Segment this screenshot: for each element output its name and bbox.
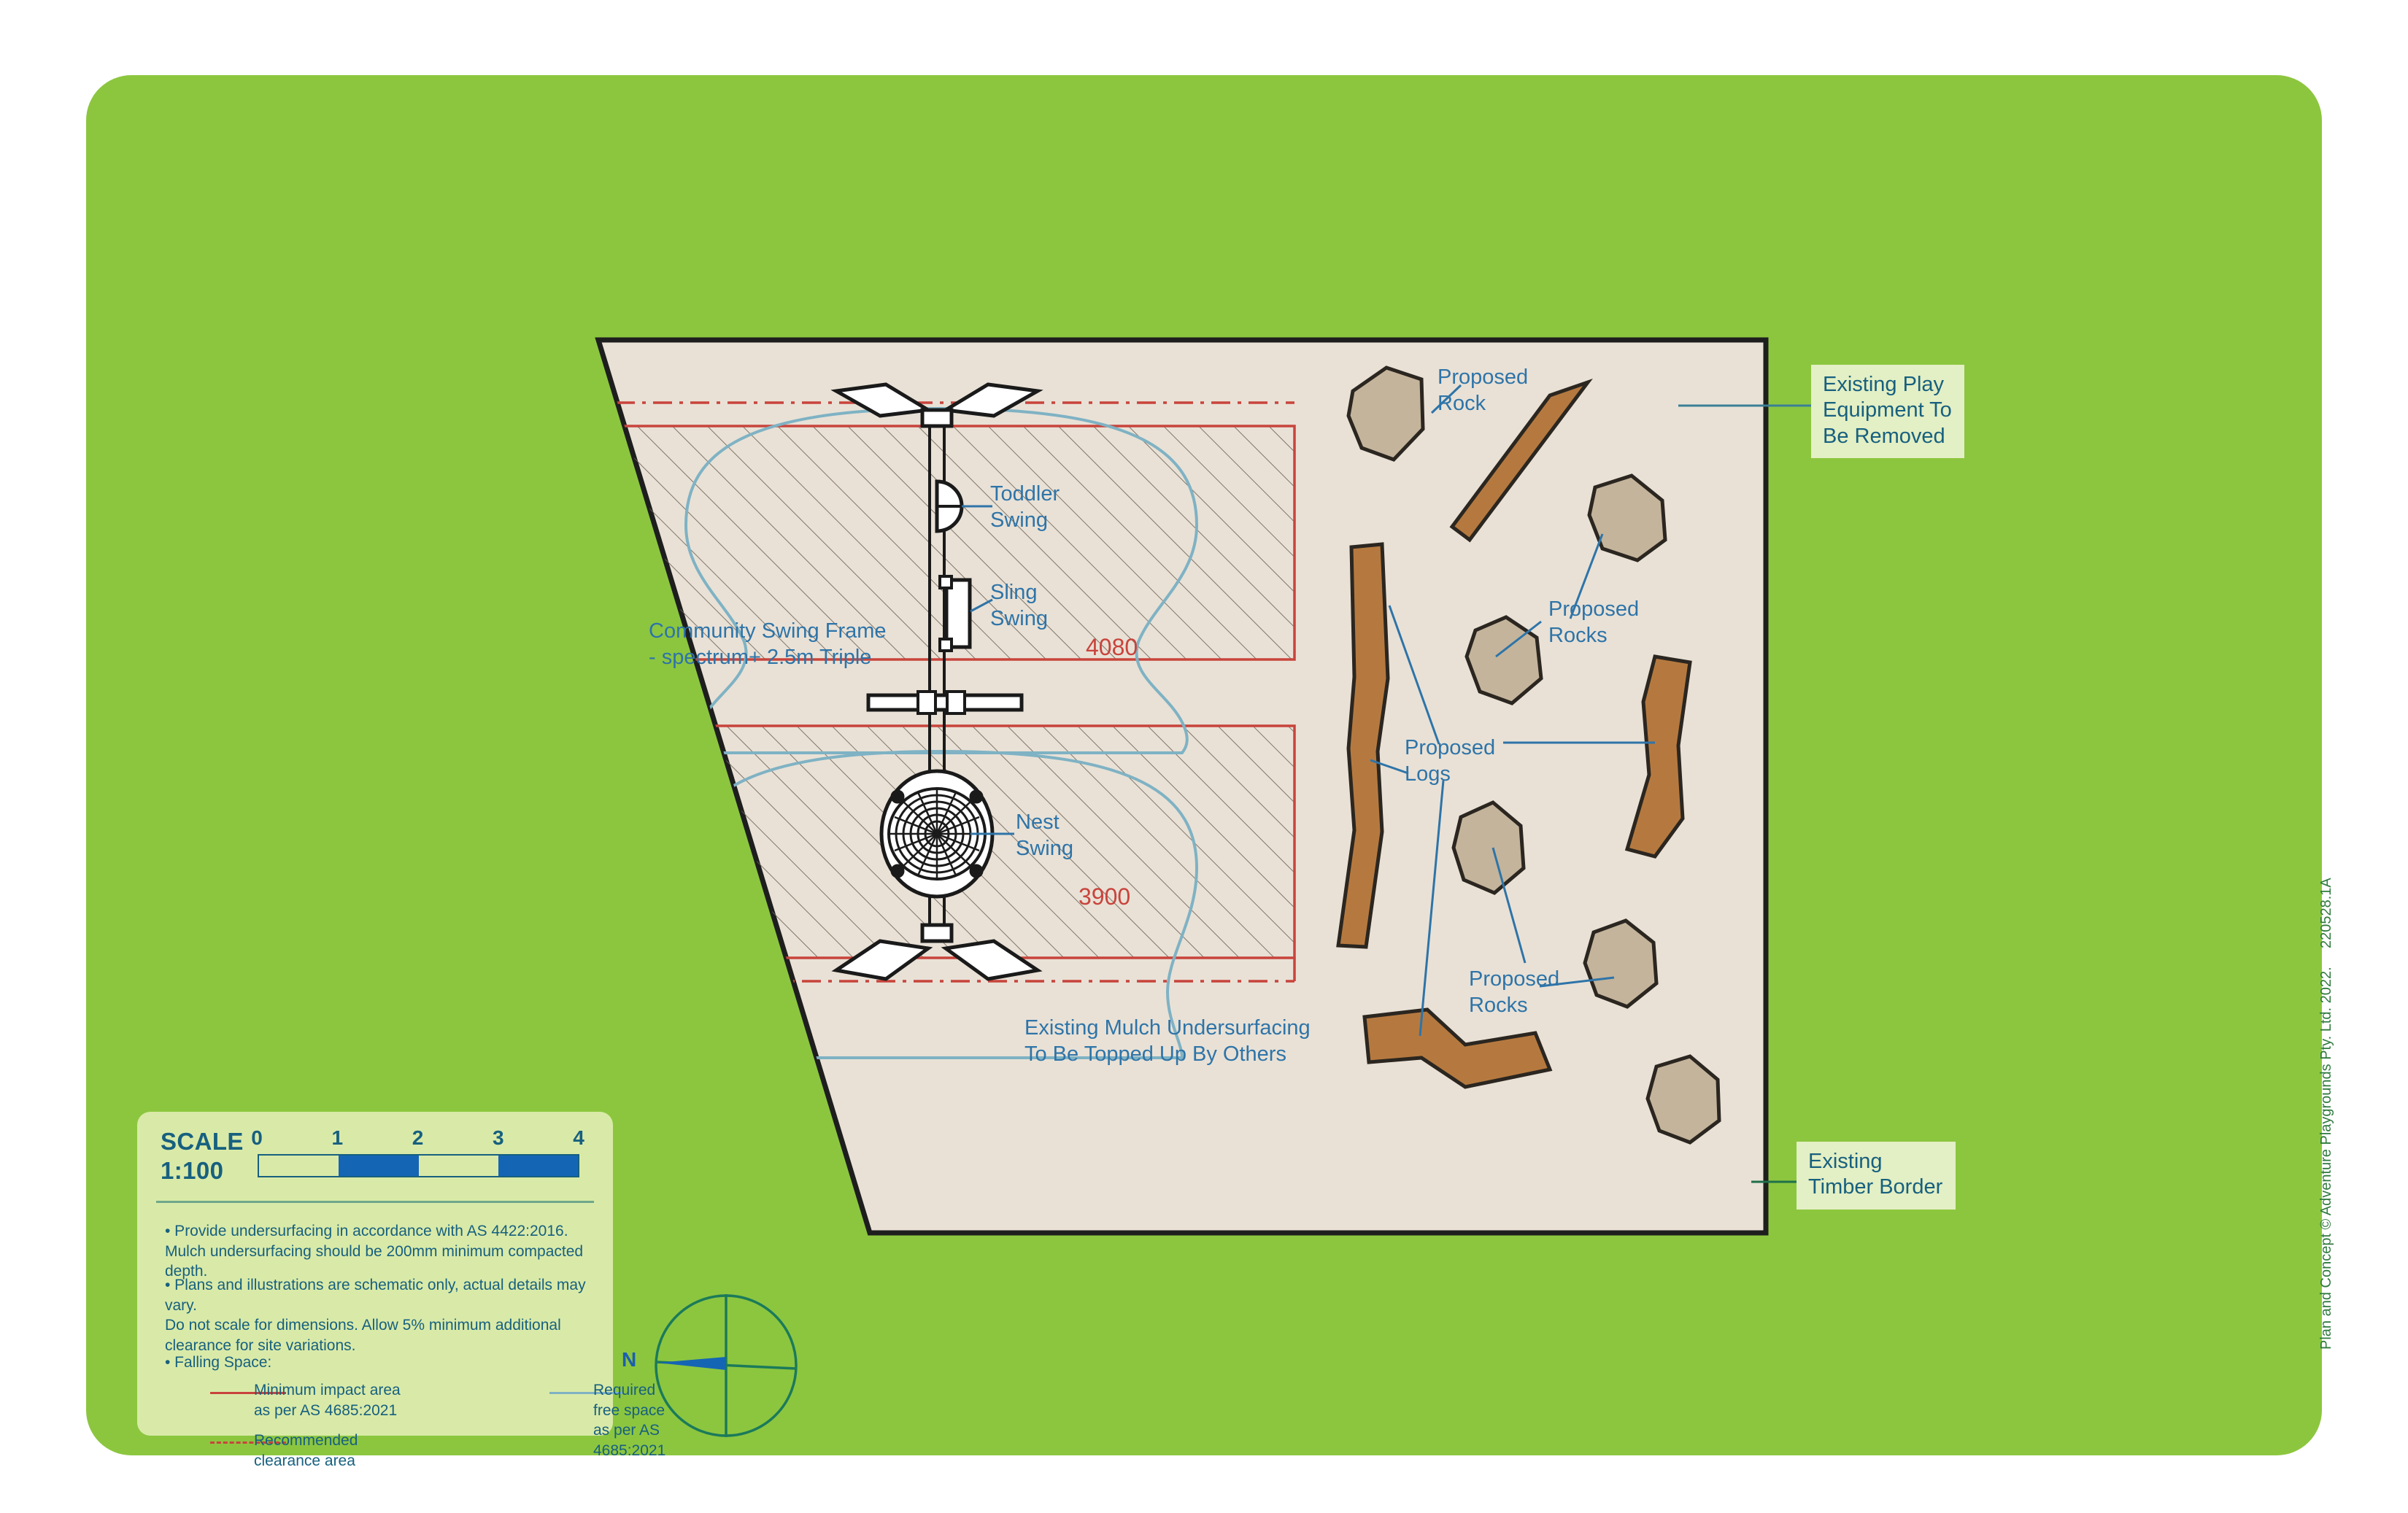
- note-falling-space: • Falling Space:: [165, 1354, 272, 1371]
- label-existing-mulch: Existing Mulch Undersurfacing To Be Topp…: [1024, 1016, 1311, 1066]
- scale-bar-row: SCALE 1:100 0 1 2 3 4: [161, 1126, 598, 1193]
- label-proposed-rock: Proposed Rock: [1438, 365, 1529, 415]
- label-sling-swing: Sling Swing: [990, 581, 1048, 630]
- sling-swing-seat: [944, 578, 972, 649]
- compass-rose: N: [622, 1290, 810, 1442]
- scale-tick-3: 3: [492, 1126, 504, 1149]
- rock-4: [1451, 800, 1526, 895]
- log-1: [1449, 378, 1593, 543]
- scale-tick-labels: 0 1 2 3 4: [251, 1126, 601, 1151]
- proposed-logs-group: [1336, 378, 1692, 1089]
- log-3: [1624, 654, 1692, 859]
- legend-divider: [156, 1201, 594, 1203]
- leader-lines: [962, 384, 1811, 1183]
- scale-ratio: 1:100: [161, 1157, 224, 1184]
- swing-frame-structure: [830, 382, 1043, 981]
- label-community-swing-frame: Community Swing Frame - spectrum+ 2.5m T…: [649, 619, 887, 669]
- label-nest-swing: Nest Swing: [1016, 810, 1073, 860]
- key-recommended-clearance-label: Recommended clearance area: [254, 1432, 358, 1469]
- rock-3: [1465, 615, 1543, 705]
- key-required-free-space-line: [549, 1392, 622, 1394]
- label-proposed-rocks-lower: Proposed Rocks: [1469, 967, 1560, 1017]
- callout-existing-timber-border: Existing Timber Border: [1797, 1142, 1956, 1210]
- log-4: [1362, 1007, 1553, 1089]
- scale-tick-4: 4: [573, 1126, 584, 1149]
- rock-2: [1587, 473, 1667, 562]
- scale-tick-2: 2: [412, 1126, 424, 1149]
- scale-title: SCALE: [161, 1128, 244, 1155]
- rock-6: [1645, 1054, 1721, 1145]
- label-toddler-swing: Toddler Swing: [990, 482, 1060, 532]
- note-undersurfacing: • Provide undersurfacing in accordance w…: [165, 1223, 584, 1280]
- compass-north-label: N: [622, 1348, 637, 1371]
- scale-tick-0: 0: [251, 1126, 263, 1149]
- key-minimum-impact-label: Minimum impact area as per AS 4685:2021: [254, 1382, 401, 1419]
- copyright-text: Plan and Concept © Adventure Playgrounds…: [2318, 967, 2334, 1350]
- scale-segment-0: [259, 1156, 339, 1176]
- key-recommended-clearance-line: [210, 1442, 286, 1444]
- scale-bar-graphic: [258, 1154, 579, 1177]
- key-minimum-impact-line: [210, 1392, 286, 1394]
- log-2: [1336, 542, 1390, 949]
- note-schematic: • Plans and illustrations are schematic …: [165, 1277, 586, 1355]
- nest-swing-seat: [879, 769, 995, 899]
- label-proposed-logs: Proposed Logs: [1405, 736, 1496, 786]
- scale-segment-2: [419, 1156, 498, 1176]
- proposed-rocks-group: [1346, 365, 1721, 1145]
- scale-segment-1: [339, 1156, 419, 1176]
- label-proposed-rocks-upper: Proposed Rocks: [1548, 597, 1640, 647]
- compass-needle: [657, 1357, 726, 1370]
- rock-1: [1346, 365, 1425, 462]
- callout-existing-play-equipment: Existing Play Equipment To Be Removed: [1811, 365, 1964, 459]
- drawing-number: 220528.1A: [2318, 878, 2334, 948]
- rock-5: [1583, 918, 1659, 1009]
- key-required-free-space-label: Required free space as per AS 4685:2021: [593, 1382, 666, 1460]
- dimension-4080: 4080: [1086, 634, 1138, 660]
- legend-panel: SCALE 1:100 0 1 2 3 4 • Provide undersurfaci…: [137, 1112, 665, 1469]
- dimension-3900: 3900: [1078, 883, 1131, 910]
- scale-tick-1: 1: [331, 1126, 344, 1149]
- scale-segment-3: [498, 1156, 578, 1176]
